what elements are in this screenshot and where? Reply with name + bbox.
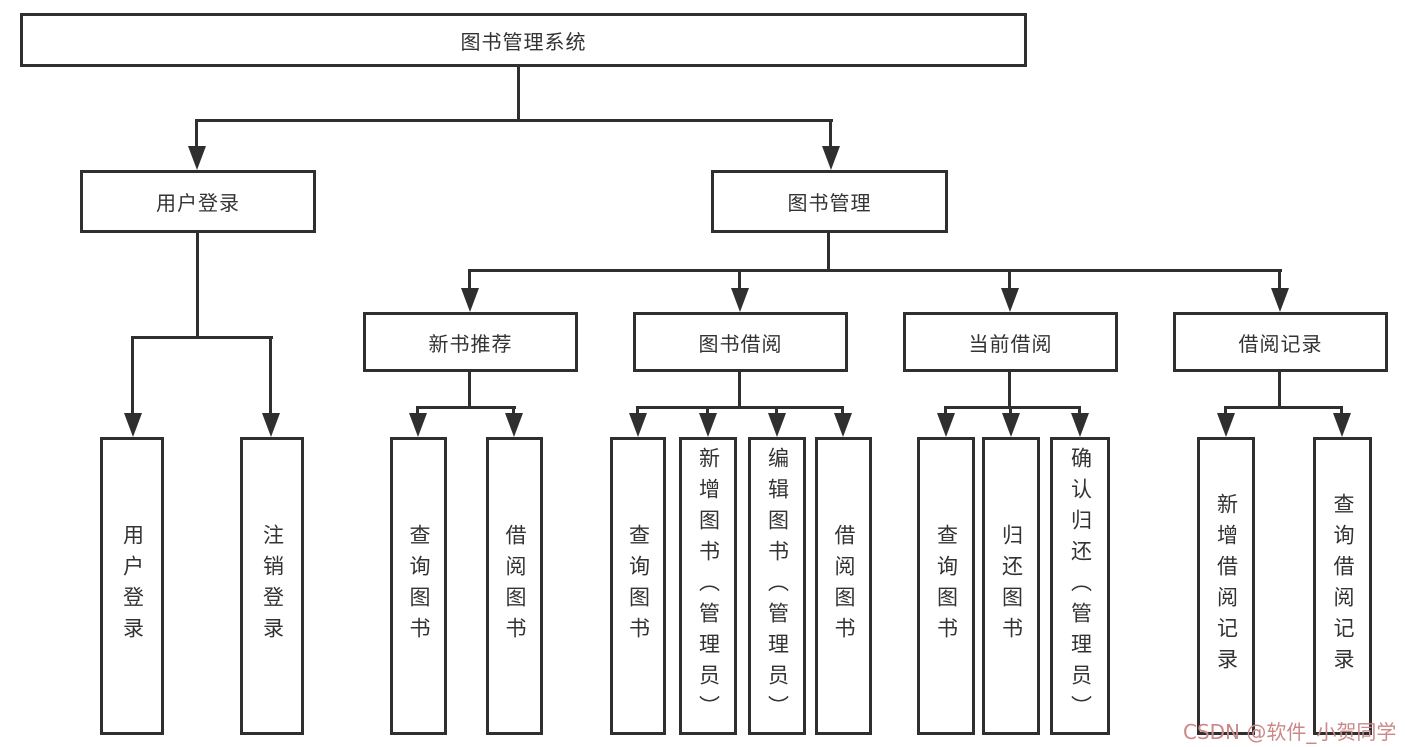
leaf-query-books-borrowing: 查询图书 [610,437,666,735]
node-label: 当前借阅 [968,331,1053,356]
leaf-label: 新增图书（管理员） [696,446,721,726]
connector-borrowing-rail [636,406,844,409]
connector-records-rail [1224,406,1343,409]
node-borrowing-records: 借阅记录 [1173,312,1388,372]
connector-records-drop-2 [1340,406,1343,416]
arrowhead-borrowing-leaf-4 [834,413,852,437]
connector-records-stem [1278,372,1281,408]
leaf-logout: 注销登录 [240,437,304,735]
connector-current-stem [1008,372,1011,408]
node-label: 图书管理 [787,191,872,215]
leaf-confirm-return-admin: 确认归还（管理员） [1050,437,1110,735]
connector-newbook-rail [416,406,516,409]
connector-book-mgmt-drop-1 [468,269,471,291]
node-current-borrowing: 当前借阅 [903,312,1118,372]
leaf-label: 查询借阅记录 [1331,493,1355,679]
arrowhead-current-borrow [1001,288,1019,312]
arrowhead-newbook-leaf-1 [409,413,427,437]
arrowhead-records-leaf-1 [1217,413,1235,437]
leaf-label: 确认归还（管理员） [1068,446,1093,726]
connector-newbook-drop-2 [512,406,515,416]
arrowhead-current-leaf-3 [1071,413,1089,437]
node-user-login: 用户登录 [80,170,316,233]
arrowhead-current-leaf-1 [937,413,955,437]
node-library-management-system: 图书管理系统 [20,13,1027,67]
leaf-borrow-books: 借阅图书 [815,437,872,735]
arrowhead-borrow-record [1271,288,1289,312]
connector-newbook-drop-1 [416,406,419,416]
connector-borrowing-drop-2 [706,406,709,416]
connector-borrowing-drop-1 [636,406,639,416]
leaf-label: 注销登录 [260,524,285,648]
connector-book-mgmt-rail [468,269,1282,272]
node-book-borrowing: 图书借阅 [633,312,848,372]
arrowhead-borrowing-leaf-3 [768,413,786,437]
connector-book-mgmt-stem [827,233,830,271]
connector-current-drop-2 [1009,406,1012,416]
leaf-query-books-recommend: 查询图书 [390,437,447,735]
connector-user-login-rail [131,336,273,339]
arrowhead-borrowing-leaf-1 [629,413,647,437]
leaf-label: 查询图书 [626,524,651,648]
connector-current-rail [944,406,1081,409]
connector-current-drop-3 [1078,406,1081,416]
connector-user-login-drop-2 [269,336,272,416]
arrowhead-records-leaf-2 [1333,413,1351,437]
arrowhead-logout-leaf [262,413,280,437]
connector-book-mgmt-drop-4 [1278,269,1281,291]
connector-book-mgmt-drop-2 [738,269,741,291]
connector-book-mgmt-drop-3 [1008,269,1011,291]
connector-root-stem [517,67,520,119]
arrowhead-login-leaf [124,413,142,437]
leaf-borrow-books-recommend: 借阅图书 [486,437,543,735]
leaf-label: 编辑图书（管理员） [765,446,790,726]
leaf-add-borrow-record: 新增借阅记录 [1197,437,1255,735]
leaf-label: 新增借阅记录 [1214,493,1239,679]
leaf-label: 查询图书 [407,524,431,648]
node-label: 借阅记录 [1238,331,1323,356]
leaf-user-login: 用户登录 [100,437,164,735]
leaf-add-book-admin: 新增图书（管理员） [679,437,737,735]
arrowhead-borrowing-leaf-2 [699,413,717,437]
connector-root-drop-left [195,119,198,149]
arrowhead-new-book [461,288,479,312]
leaf-label: 归还图书 [999,524,1024,648]
arrowhead-newbook-leaf-2 [505,413,523,437]
connector-borrowing-stem [738,372,741,408]
node-book-management: 图书管理 [711,170,948,233]
arrowhead-current-leaf-2 [1002,413,1020,437]
arrowhead-book-borrow [731,288,749,312]
leaf-label: 借阅图书 [832,524,856,648]
leaf-return-books: 归还图书 [982,437,1040,735]
connector-borrowing-drop-4 [841,406,844,416]
connector-borrowing-drop-3 [775,406,778,416]
leaf-edit-book-admin: 编辑图书（管理员） [748,437,806,735]
leaf-label: 借阅图书 [503,524,527,648]
arrowhead-book-management [822,146,840,170]
connector-root-rail [196,119,833,122]
leaf-query-books-current: 查询图书 [917,437,975,735]
arrowhead-user-login [188,146,206,170]
node-label: 图书借阅 [698,331,783,356]
connector-user-login-drop-1 [131,336,134,416]
connector-records-drop-1 [1224,406,1227,416]
connector-current-drop-1 [944,406,947,416]
leaf-query-borrow-record: 查询借阅记录 [1313,437,1372,735]
connector-newbook-stem [468,372,471,408]
connector-root-drop-right [829,119,832,149]
node-label: 新书推荐 [428,331,513,356]
leaf-label: 查询图书 [934,524,959,648]
leaf-label: 用户登录 [120,524,145,648]
node-label: 图书管理系统 [460,29,587,54]
watermark: CSDN @软件_小贺同学 [1183,720,1397,744]
node-new-book-recommend: 新书推荐 [363,312,578,372]
connector-user-login-stem [196,233,199,337]
node-label: 用户登录 [156,191,240,215]
